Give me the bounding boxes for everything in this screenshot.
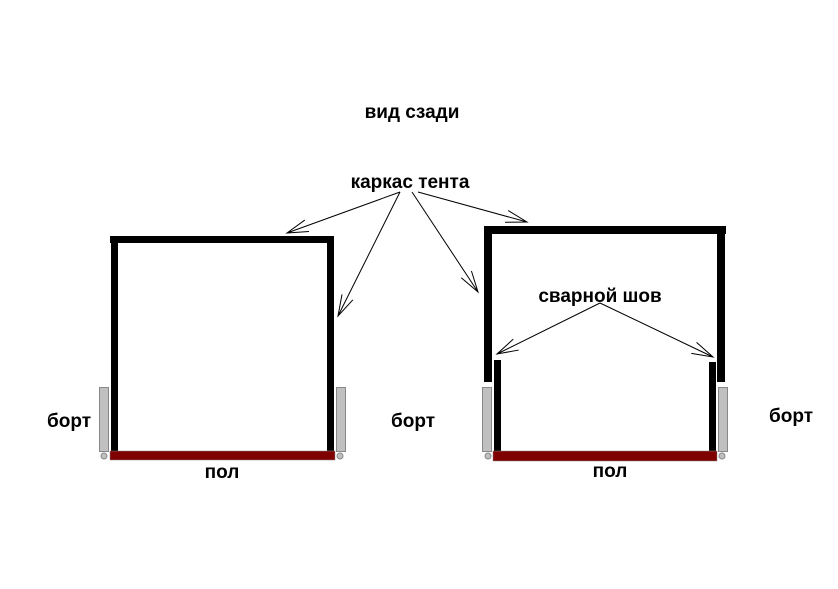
left-frame-post-left <box>111 236 118 451</box>
right-frame-post-left <box>484 226 492 382</box>
arrows <box>285 191 715 358</box>
frame-label: каркас тента <box>350 172 470 193</box>
right-side-board-right <box>718 387 728 452</box>
right-inner-post-right <box>709 362 716 451</box>
right-frame-top <box>484 226 726 234</box>
right-frame-post-right <box>717 226 725 382</box>
right-hinge-left <box>484 452 492 460</box>
right-variant <box>482 226 728 462</box>
left-side-board-left <box>99 387 109 452</box>
view-title: вид сзади <box>364 102 460 123</box>
arrow-5 <box>599 302 715 358</box>
side-label-right: борт <box>768 406 814 427</box>
left-variant <box>99 236 346 461</box>
floor-label-left: пол <box>204 462 240 483</box>
floor-label-right: пол <box>592 461 628 482</box>
left-frame-post-right <box>327 236 334 451</box>
weld-label: сварной шов <box>538 286 662 307</box>
arrow-0 <box>285 191 401 234</box>
left-floor <box>109 450 336 461</box>
left-frame-top <box>110 236 334 243</box>
right-hinge-right <box>718 452 726 460</box>
left-side-board-right <box>336 387 346 452</box>
arrow-1 <box>337 191 401 318</box>
arrow-3 <box>417 191 529 223</box>
side-label-middle: борт <box>390 411 436 432</box>
left-hinge-right <box>336 452 344 460</box>
arrow-4 <box>495 302 601 355</box>
right-side-board-left <box>482 387 492 452</box>
left-hinge-left <box>100 452 108 460</box>
right-floor <box>492 450 718 462</box>
side-label-left: борт <box>46 411 92 432</box>
arrow-2 <box>411 191 479 294</box>
right-inner-post-left <box>494 360 501 451</box>
